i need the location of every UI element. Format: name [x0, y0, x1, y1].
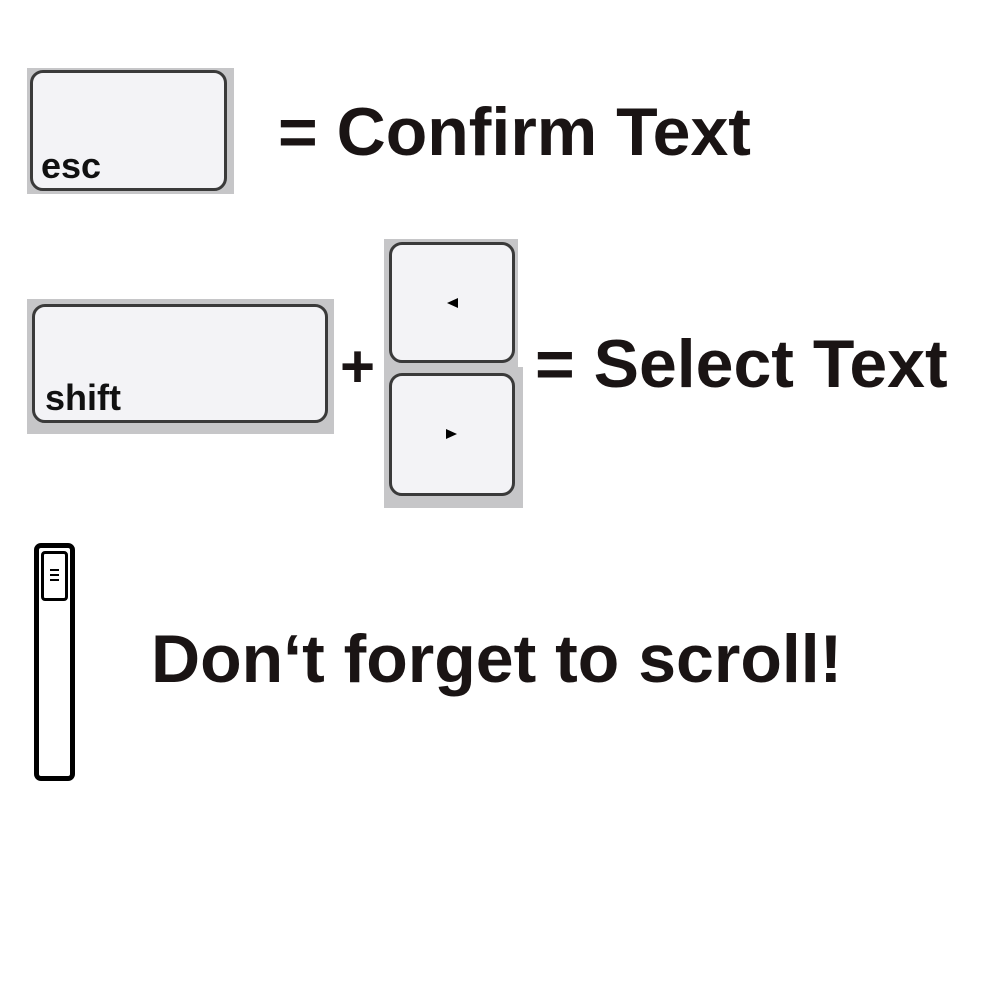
scroll-reminder: Don‘t forget to scroll! [151, 621, 843, 697]
shift-key-label: shift [45, 377, 121, 418]
shift-description: = Select Text [535, 326, 948, 402]
scrollbar-grip-line [50, 574, 59, 576]
right-arrow-icon [446, 429, 457, 439]
left-arrow-icon [447, 298, 458, 308]
esc-description: = Confirm Text [278, 94, 751, 170]
esc-key [30, 70, 227, 191]
scrollbar-grip-line [50, 579, 59, 581]
left-arrow-key [389, 242, 515, 363]
esc-key-label: esc [41, 145, 102, 186]
scrollbar-thumb-icon [41, 551, 68, 601]
shift-key [32, 304, 328, 423]
plus-sign: + [340, 333, 376, 400]
scrollbar-grip-line [50, 569, 59, 571]
